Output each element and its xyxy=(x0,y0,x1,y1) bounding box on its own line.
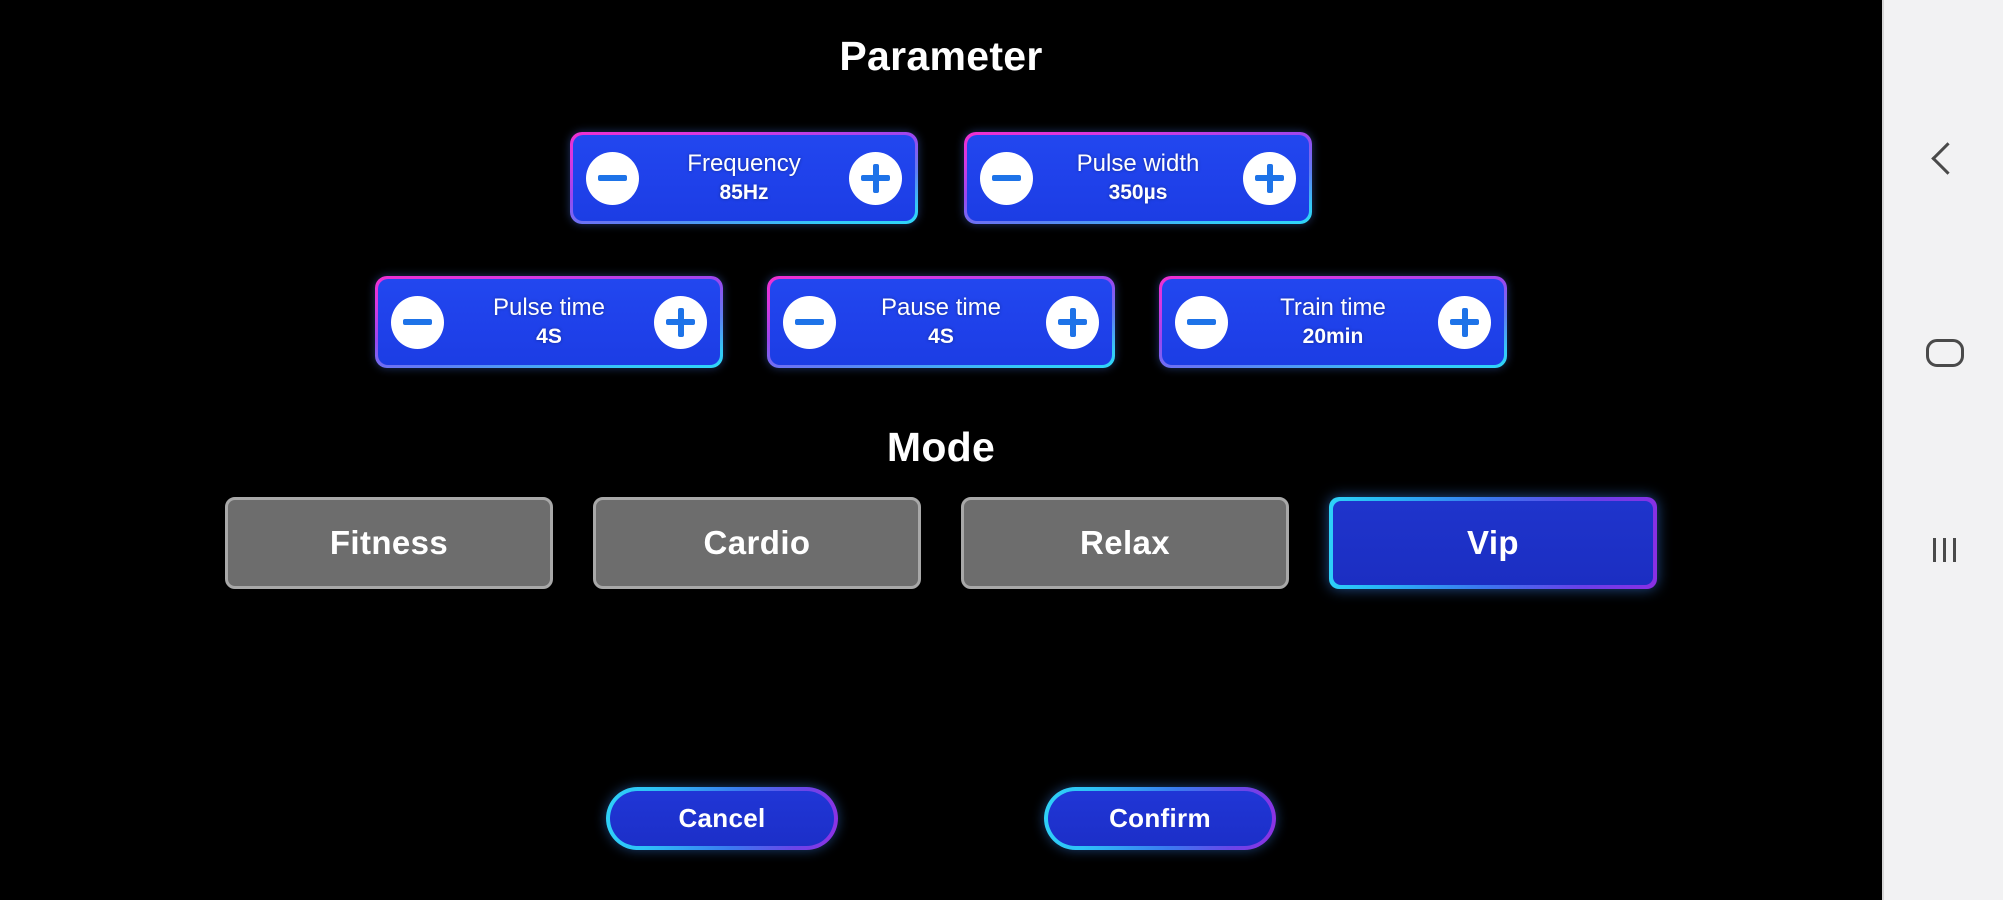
home-pill-icon xyxy=(1925,339,1964,367)
pulse-width-stepper-inner: Pulse width 350µs xyxy=(967,135,1309,221)
pulse-width-value: 350µs xyxy=(1108,181,1168,205)
train-time-increment-icon[interactable] xyxy=(1438,295,1491,349)
train-time-text: Train time 20min xyxy=(1228,294,1438,350)
pulse-time-text: Pulse time 4S xyxy=(444,294,654,350)
frequency-stepper[interactable]: Frequency 85Hz xyxy=(570,132,918,224)
nav-recent-apps-button[interactable] xyxy=(1884,510,2003,590)
pause-time-value: 4S xyxy=(928,325,954,349)
mode-button-vip[interactable]: Vip xyxy=(1329,497,1657,589)
parameter-row-1: Frequency 85Hz Pulse width 350µs xyxy=(0,132,1882,224)
pause-time-text: Pause time 4S xyxy=(836,294,1046,350)
frequency-stepper-inner: Frequency 85Hz xyxy=(573,135,915,221)
confirm-button[interactable]: Confirm xyxy=(1044,787,1276,850)
footer-action-row: Cancel Confirm xyxy=(0,787,1882,850)
mode-button-vip-label: Vip xyxy=(1333,501,1653,585)
pulse-time-increment-icon[interactable] xyxy=(654,295,707,349)
train-time-value: 20min xyxy=(1302,325,1364,349)
cancel-button[interactable]: Cancel xyxy=(606,787,838,850)
pulse-time-value: 4S xyxy=(536,325,562,349)
pulse-width-label: Pulse width xyxy=(1076,149,1200,177)
pause-time-label: Pause time xyxy=(880,293,1002,321)
recent-apps-icon xyxy=(1933,538,1956,562)
cancel-button-label: Cancel xyxy=(610,791,834,846)
pulse-width-stepper[interactable]: Pulse width 350µs xyxy=(964,132,1312,224)
frequency-value: 85Hz xyxy=(719,181,769,205)
mode-button-relax[interactable]: Relax xyxy=(961,497,1289,589)
chevron-left-icon xyxy=(1931,141,1964,175)
train-time-stepper-inner: Train time 20min xyxy=(1162,279,1504,365)
system-navigation-bar xyxy=(1882,0,2003,900)
frequency-increment-icon[interactable] xyxy=(849,151,902,205)
confirm-button-label: Confirm xyxy=(1048,791,1272,846)
pulse-time-stepper[interactable]: Pulse time 4S xyxy=(375,276,723,368)
frequency-text: Frequency 85Hz xyxy=(639,150,849,206)
frequency-decrement-icon[interactable] xyxy=(586,151,639,205)
parameter-row-2: Pulse time 4S Pause time 4S xyxy=(0,276,1882,368)
train-time-label: Train time xyxy=(1280,293,1386,321)
pulse-time-label: Pulse time xyxy=(492,293,606,321)
pause-time-stepper-inner: Pause time 4S xyxy=(770,279,1112,365)
mode-button-row: Fitness Cardio Relax Vip xyxy=(0,497,1882,589)
pulse-width-decrement-icon[interactable] xyxy=(980,151,1033,205)
pulse-time-stepper-inner: Pulse time 4S xyxy=(378,279,720,365)
mode-button-fitness[interactable]: Fitness xyxy=(225,497,553,589)
pause-time-stepper[interactable]: Pause time 4S xyxy=(767,276,1115,368)
app-content: Parameter Frequency 85Hz Pulse width xyxy=(0,0,1882,900)
pulse-width-increment-icon[interactable] xyxy=(1243,151,1296,205)
pulse-width-text: Pulse width 350µs xyxy=(1033,150,1243,206)
parameter-section-title: Parameter xyxy=(839,33,1043,79)
train-time-stepper[interactable]: Train time 20min xyxy=(1159,276,1507,368)
mode-button-cardio[interactable]: Cardio xyxy=(593,497,921,589)
nav-back-button[interactable] xyxy=(1884,118,2003,198)
pause-time-increment-icon[interactable] xyxy=(1046,295,1099,349)
mode-section-title: Mode xyxy=(886,424,996,470)
frequency-label: Frequency xyxy=(687,149,801,177)
pulse-time-decrement-icon[interactable] xyxy=(391,295,444,349)
train-time-decrement-icon[interactable] xyxy=(1175,295,1228,349)
pause-time-decrement-icon[interactable] xyxy=(783,295,836,349)
nav-home-button[interactable] xyxy=(1884,313,2003,393)
